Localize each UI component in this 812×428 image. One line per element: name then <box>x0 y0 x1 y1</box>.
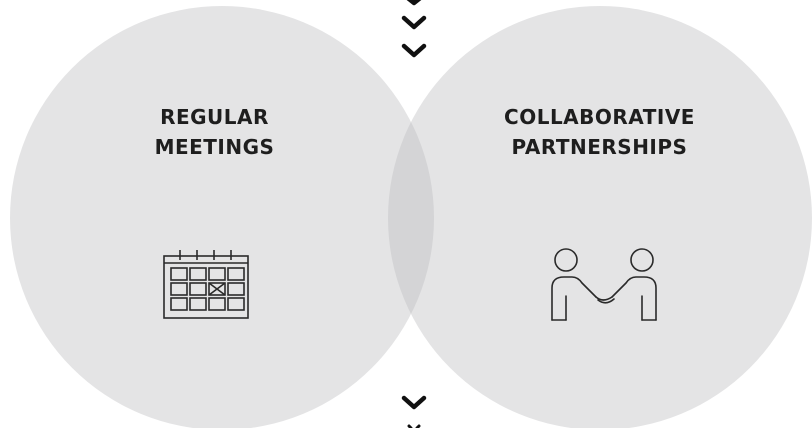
regular-meetings-title: REGULAR MEETINGS <box>112 102 317 162</box>
title-line: MEETINGS <box>154 135 275 159</box>
chevron-down-icon <box>401 15 427 30</box>
right-circle <box>388 6 812 428</box>
calendar-icon <box>163 250 249 319</box>
chevron-down-icon <box>401 43 427 58</box>
collaborative-partnerships-title: COLLABORATIVE PARTNERSHIPS <box>497 102 702 162</box>
chevron-down-icon <box>406 0 422 6</box>
title-line: COLLABORATIVE <box>504 105 695 129</box>
chevron-down-icon <box>401 395 427 410</box>
title-line: PARTNERSHIPS <box>511 135 688 159</box>
title-line: REGULAR <box>160 105 269 129</box>
partial-chevron-icon <box>407 424 421 428</box>
handshake-icon <box>551 248 657 321</box>
left-circle <box>10 6 434 428</box>
